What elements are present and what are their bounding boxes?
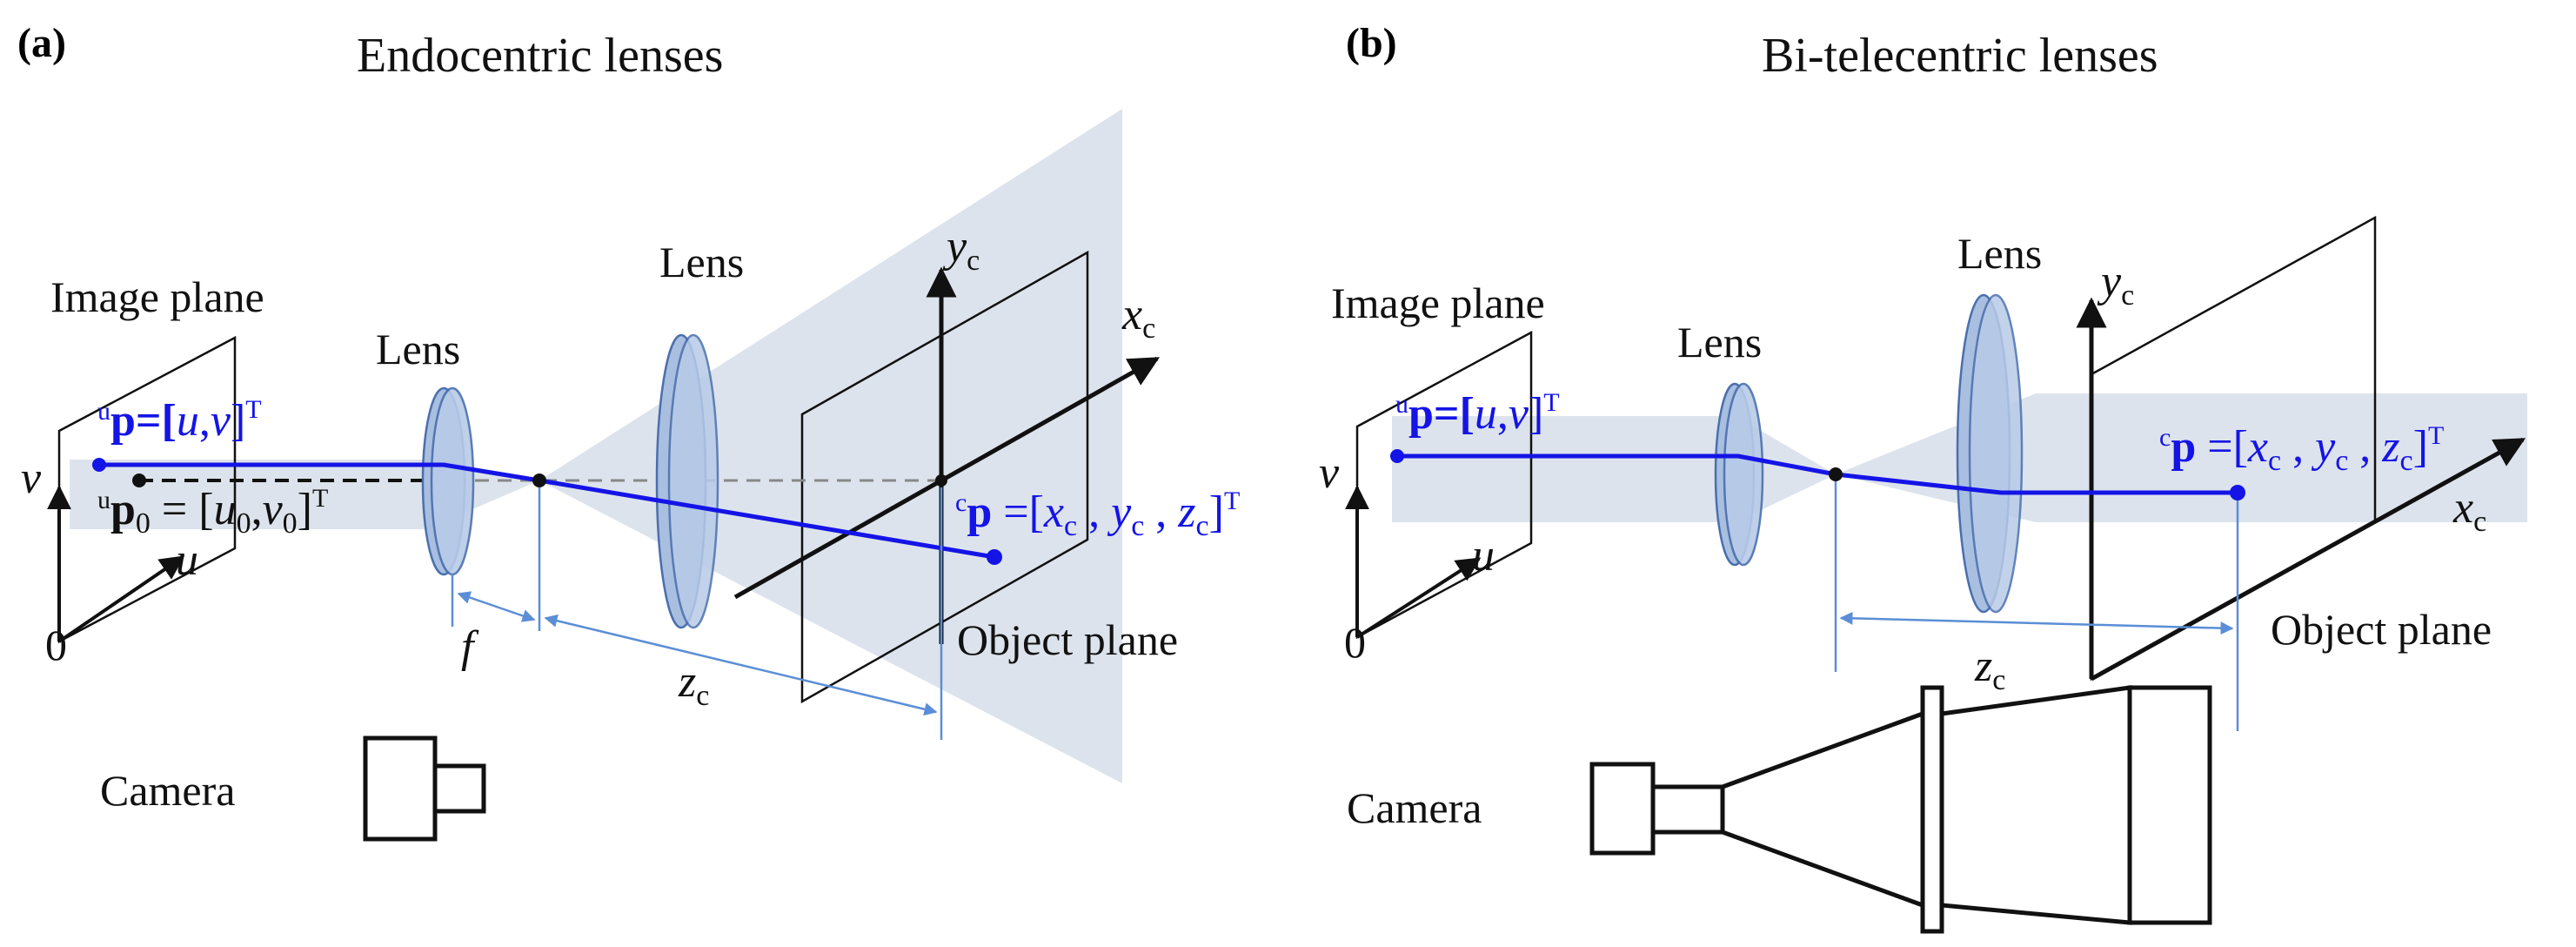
image-plane-label-b: Image plane (1331, 279, 1545, 327)
object-point-label-b: cp =[xc , yc , zc]T (2159, 421, 2444, 477)
camera-label-a: Camera (100, 766, 235, 815)
panel-title-b: Bi-telecentric lenses (1762, 29, 2158, 83)
lens-large-label-b: Lens (1957, 229, 2042, 278)
object-point-b (2230, 485, 2245, 500)
camera-label-b: Camera (1347, 783, 1482, 832)
axis-u-label-a: u (176, 535, 198, 585)
image-point-label-b: up=[u,v]T (1395, 388, 1560, 439)
image-plane-label-a: Image plane (50, 272, 264, 321)
principal-point-a (132, 474, 146, 487)
camera-icon-a (363, 735, 486, 842)
panel-a: (a) Endocentric lenses Image plane Lens … (17, 20, 1240, 842)
zc-label-b: zc (1974, 641, 2005, 696)
axis-yc-label-a: yc (942, 222, 980, 277)
principal-point-label-a: up0 = [u0,v0]T (97, 484, 328, 540)
image-point-label-a: up=[u,v]T (97, 395, 262, 446)
panel-letter-b: (b) (1346, 20, 1397, 66)
lens-small-label-a: Lens (376, 325, 460, 373)
lens-small-a (421, 386, 475, 576)
panel-b: (b) Bi-telecentric lenses Image plane Le… (1319, 20, 2527, 934)
lens-large-b (1956, 293, 2024, 614)
axis-xc-label-b: xc (2452, 483, 2486, 538)
ray-a (99, 462, 995, 560)
xc-axis-b (2090, 437, 2526, 682)
image-point-a (92, 458, 106, 472)
origin-label-b: 0 (1344, 618, 1366, 667)
panel-title-a: Endocentric lenses (357, 29, 723, 83)
focal-label-a: f (461, 622, 479, 672)
panel-letter-a: (a) (17, 20, 66, 66)
u-axis-a (57, 555, 185, 643)
dimension-lines-a (451, 487, 943, 740)
object-point-a (987, 549, 1002, 565)
dimension-lines-b (1834, 481, 2239, 731)
focal-point-a (532, 474, 546, 487)
focal-point-b (1829, 467, 1843, 481)
lens-large-label-a: Lens (659, 238, 744, 286)
beam-a (70, 109, 1122, 783)
object-plane-a (800, 250, 1089, 704)
object-point-label-a: cp =[xc , yc , zc]T (955, 487, 1240, 542)
origin-object-a (935, 474, 947, 487)
axis-yc-label-b: yc (2097, 257, 2134, 312)
lens-large-a (655, 333, 719, 629)
lens-small-label-b: Lens (1677, 318, 1762, 366)
camera-icon-b (1589, 685, 2212, 934)
zc-label-a: zc (678, 657, 709, 712)
image-point-b (1390, 449, 1404, 463)
lens-small-b (1714, 382, 1764, 567)
origin-label-a: 0 (45, 621, 67, 669)
axis-v-label-a: v (21, 453, 42, 503)
axis-xc-label-a: xc (1121, 290, 1155, 345)
axis-u-label-b: u (1472, 531, 1495, 581)
u-axis-b (1355, 557, 1482, 639)
object-plane-label-b: Object plane (2271, 605, 2492, 654)
axis-v-label-b: v (1319, 448, 1340, 498)
object-plane-label-a: Object plane (957, 615, 1178, 664)
